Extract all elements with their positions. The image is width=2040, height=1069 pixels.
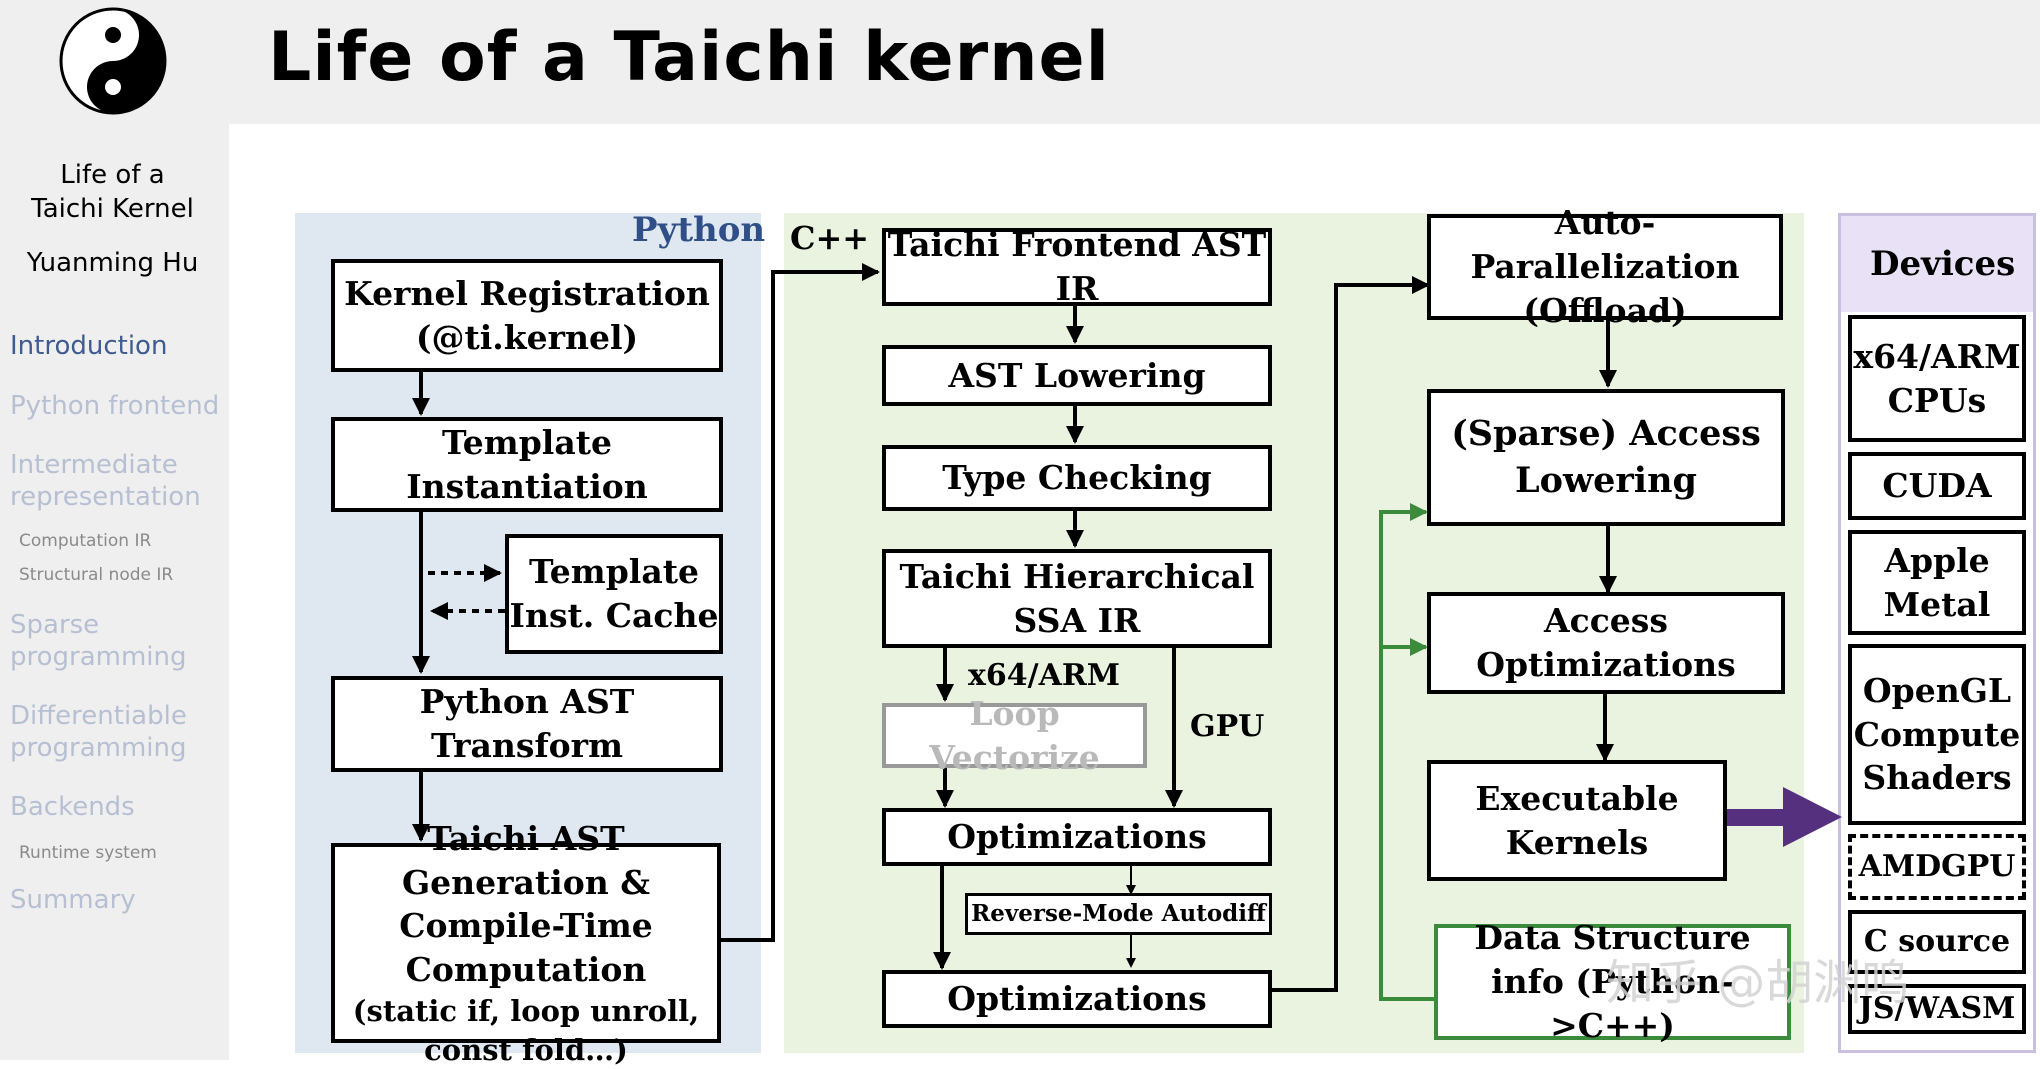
nav-differentiable-programming[interactable]: Differentiable programming (10, 701, 187, 763)
device-opengl-compute-shaders: OpenGL Compute Shaders (1848, 644, 2026, 825)
arrow-opt2-to-offload (1271, 276, 1430, 992)
nav-python-frontend[interactable]: Python frontend (10, 391, 220, 421)
label-x64-arm: x64/ARM (968, 658, 1121, 693)
device-js-wasm: JS/WASM (1848, 984, 2026, 1034)
device-x64-arm-cpus: x64/ARM CPUs (1848, 315, 2026, 442)
node-data-structure-info: Data Structure info (Python->C++) (1434, 918, 1791, 1045)
slide-title: Life of a Taichi kernel (268, 18, 1110, 97)
devices-panel-label: Devices (1870, 244, 2016, 284)
node-hierarchical-ssa-ir: Taichi Hierarchical SSA IR (882, 549, 1272, 648)
node-executable-kernels: Executable Kernels (1427, 760, 1727, 881)
taichi-logo-icon (59, 7, 167, 115)
node-reverse-mode-autodiff: Reverse-Mode Autodiff (965, 893, 1272, 935)
arrow-python-to-cpp (721, 263, 880, 942)
nav-introduction[interactable]: Introduction (10, 331, 168, 361)
node-frontend-ast-ir: Taichi Frontend AST IR (882, 225, 1272, 308)
node-sparse-access-lowering: (Sparse) Access Lowering (1427, 389, 1785, 526)
python-panel-label: Python (632, 210, 766, 250)
device-cuda: CUDA (1848, 452, 2026, 520)
node-python-ast-transform: Python AST Transform (331, 676, 723, 772)
node-taichi-ast-generation-note: (static if, loop unroll, const fold…) (352, 994, 700, 1067)
node-kernel-registration: Kernel Registration (@ti.kernel) (331, 259, 723, 372)
device-apple-metal: Apple Metal (1848, 530, 2026, 635)
sidebar-deck-title: Life of a Taichi Kernel (31, 160, 194, 224)
node-optimizations-1: Optimizations (882, 808, 1272, 866)
arrow-data-to-sparse-lowering (1379, 503, 1437, 1001)
node-template-instantiation: Template Instantiation (331, 417, 723, 512)
nav-computation-ir[interactable]: Computation IR (19, 531, 152, 551)
nav-structural-node-ir[interactable]: Structural node IR (19, 565, 174, 585)
label-gpu: GPU (1190, 709, 1265, 744)
device-c-source: C source (1848, 910, 2026, 974)
sidebar-deck-info: Life of a Taichi Kernel Yuanming Hu (0, 158, 225, 280)
nav-intermediate-representation[interactable]: Intermediate representation (10, 450, 201, 512)
node-access-optimizations: Access Optimizations (1427, 592, 1785, 694)
node-taichi-ast-generation: Taichi AST Generation & Compile-Time Com… (331, 819, 721, 1067)
node-loop-vectorize: Loop Vectorize (882, 694, 1147, 777)
devices-header (1841, 216, 2033, 312)
nav-backends[interactable]: Backends (10, 792, 135, 822)
device-amdgpu: AMDGPU (1848, 834, 2026, 900)
node-type-checking: Type Checking (882, 445, 1272, 511)
watermark: 知乎 @胡渊鸣 (1606, 955, 1910, 1011)
cpp-panel-label: C++ (790, 219, 870, 257)
purple-arrow-kernels-to-devices (1726, 787, 1842, 847)
node-ast-lowering: AST Lowering (882, 345, 1272, 406)
slide-header: Life of a Taichi kernel (0, 0, 2040, 124)
node-taichi-ast-generation-title: Taichi AST Generation & Compile-Time Com… (399, 818, 653, 990)
sidebar (0, 124, 229, 1060)
node-template-cache: Template Inst. Cache (505, 534, 723, 654)
nav-runtime-system[interactable]: Runtime system (19, 843, 157, 863)
sidebar-author: Yuanming Hu (26, 248, 199, 278)
nav-summary[interactable]: Summary (10, 885, 136, 915)
node-auto-parallelization: Auto-Parallelization (Offload) (1427, 203, 1783, 330)
node-optimizations-2: Optimizations (882, 970, 1272, 1028)
nav-sparse-programming[interactable]: Sparse programming (10, 610, 187, 672)
